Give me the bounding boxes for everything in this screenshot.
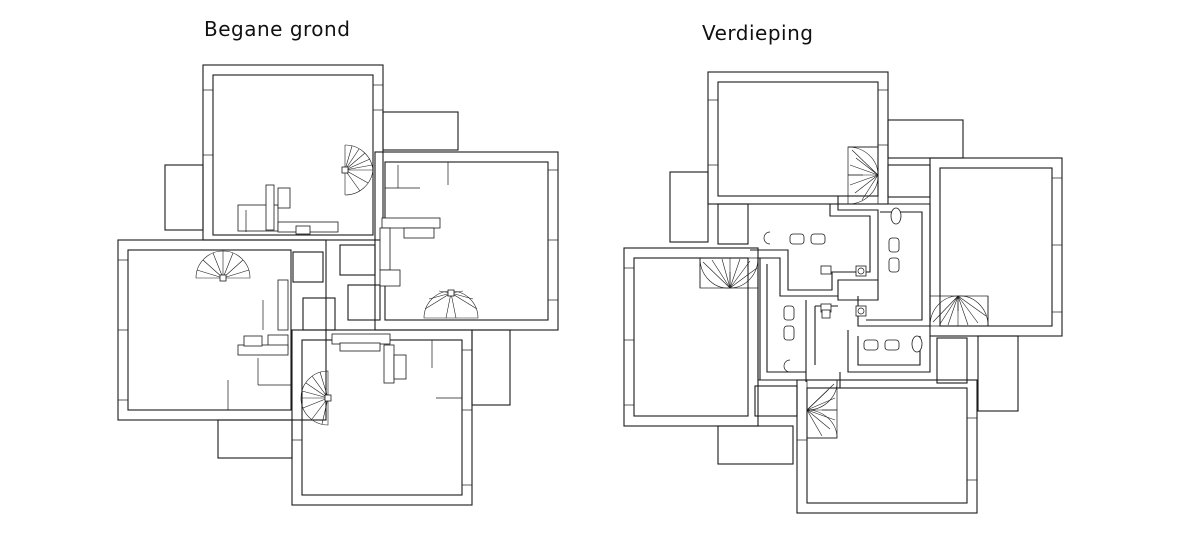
- upper-stair-bottom: [806, 379, 838, 439]
- upper-top-unit: [669, 71, 964, 245]
- upper-central-core: [748, 195, 967, 388]
- ground-floor-plan: [117, 64, 559, 506]
- upper-right-unit: [929, 157, 1063, 412]
- upper-left-unit: [623, 247, 798, 465]
- upper-floor-plan: [623, 71, 1063, 514]
- upper-stair-left: [699, 257, 759, 289]
- upper-stair-right: [929, 295, 989, 327]
- ground-floor-title: Begane grond: [204, 17, 351, 41]
- upper-stair-top: [847, 146, 879, 205]
- upper-bottom-unit: [796, 379, 978, 514]
- upper-floor-title: Verdieping: [702, 21, 814, 45]
- ground-kitchen-fixtures: [237, 184, 441, 384]
- upper-staircases: [699, 146, 989, 439]
- ground-bottom-unit: [217, 329, 511, 506]
- ground-staircases: [195, 144, 479, 426]
